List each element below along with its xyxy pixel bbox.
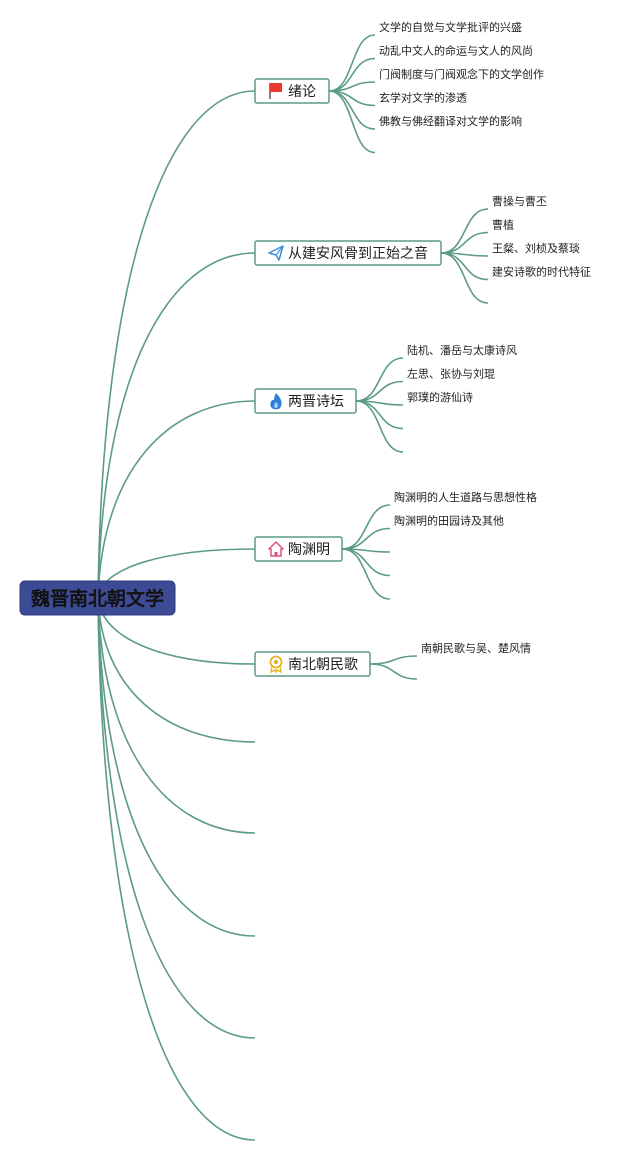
root-branch-connector xyxy=(97,597,256,1141)
subtopic-label[interactable]: 陶渊明的人生道路与思想性格 xyxy=(394,490,537,504)
subtopic-connector xyxy=(440,252,489,304)
subtopic-connector xyxy=(328,90,376,154)
subtopic-label[interactable]: 玄学对文学的渗透 xyxy=(379,91,467,105)
subtopic-label[interactable]: 建安诗歌的时代特征 xyxy=(492,265,591,279)
red-flag-icon xyxy=(269,83,283,99)
topic-node-label: 南北朝民歌 xyxy=(288,657,358,673)
fire-icon xyxy=(270,393,282,410)
subtopic-connector xyxy=(328,34,376,92)
subtopic-label[interactable]: 曹操与曹丕 xyxy=(492,194,547,208)
subtopic-connector xyxy=(440,208,489,254)
node-layer: 魏晋南北朝文学 绪论 文学的自觉与文学批评的兴盛动乱中文人的命运与文人的风尚门阀制度… xyxy=(19,20,591,677)
subtopic-connector xyxy=(355,400,404,453)
topic-node[interactable]: 陶渊明 xyxy=(254,536,343,562)
home-icon xyxy=(268,541,284,557)
root-branch-connector xyxy=(97,597,256,1039)
root-branch-connector xyxy=(97,90,256,599)
topic-node-label: 两晋诗坛 xyxy=(288,394,344,410)
subtopic-label[interactable]: 陶渊明的田园诗及其他 xyxy=(394,514,504,528)
root-branch-connector xyxy=(97,597,256,937)
subtopic-label[interactable]: 郭璞的游仙诗 xyxy=(407,390,473,404)
root-branch-connector xyxy=(97,400,256,599)
subtopic-label[interactable]: 曹植 xyxy=(492,218,514,232)
root-branch-connector xyxy=(97,597,256,743)
subtopic-connector xyxy=(355,380,404,402)
topic-node[interactable]: 两晋诗坛 xyxy=(254,388,357,414)
paper-plane-icon xyxy=(268,245,284,261)
subtopic-label[interactable]: 门阀制度与门阀观念下的文学创作 xyxy=(379,67,544,81)
topic-node-label: 陶渊明 xyxy=(288,542,330,558)
subtopic-label[interactable]: 左思、张协与刘琨 xyxy=(407,367,495,381)
root-node[interactable]: 魏晋南北朝文学 xyxy=(19,580,176,616)
subtopic-connector xyxy=(341,527,391,550)
subtopic-label[interactable]: 王粲、刘桢及蔡琰 xyxy=(492,241,580,255)
subtopic-connector xyxy=(341,548,391,600)
subtopic-connector xyxy=(369,663,418,680)
subtopic-label[interactable]: 南朝民歌与吴、楚风情 xyxy=(421,641,531,655)
subtopic-connector xyxy=(440,231,489,254)
topic-node-label: 绪论 xyxy=(288,84,316,100)
topic-node[interactable]: 南北朝民歌 xyxy=(254,651,371,677)
connector-layer xyxy=(97,34,489,1141)
subtopic-label[interactable]: 佛教与佛经翻译对文学的影响 xyxy=(379,114,522,128)
topic-node-box xyxy=(254,651,371,677)
subtopic-connector xyxy=(341,504,391,550)
subtopic-label[interactable]: 陆机、潘岳与太康诗风 xyxy=(407,343,517,357)
root-branch-connector xyxy=(97,252,256,599)
root-node-box xyxy=(19,580,176,616)
topic-node[interactable]: 从建安风骨到正始之音 xyxy=(254,240,442,266)
subtopic-connector xyxy=(369,655,418,665)
root-node-label: 魏晋南北朝文学 xyxy=(30,587,164,610)
topic-node-box xyxy=(254,240,442,266)
root-branch-connector xyxy=(97,597,256,834)
subtopic-connector xyxy=(355,357,404,402)
award-icon xyxy=(269,655,283,674)
topic-node[interactable]: 绪论 xyxy=(254,78,330,104)
subtopic-label[interactable]: 动乱中文人的命运与文人的风尚 xyxy=(379,44,533,58)
topic-node-label: 从建安风骨到正始之音 xyxy=(288,245,428,262)
subtopic-label[interactable]: 文学的自觉与文学批评的兴盛 xyxy=(379,20,522,34)
